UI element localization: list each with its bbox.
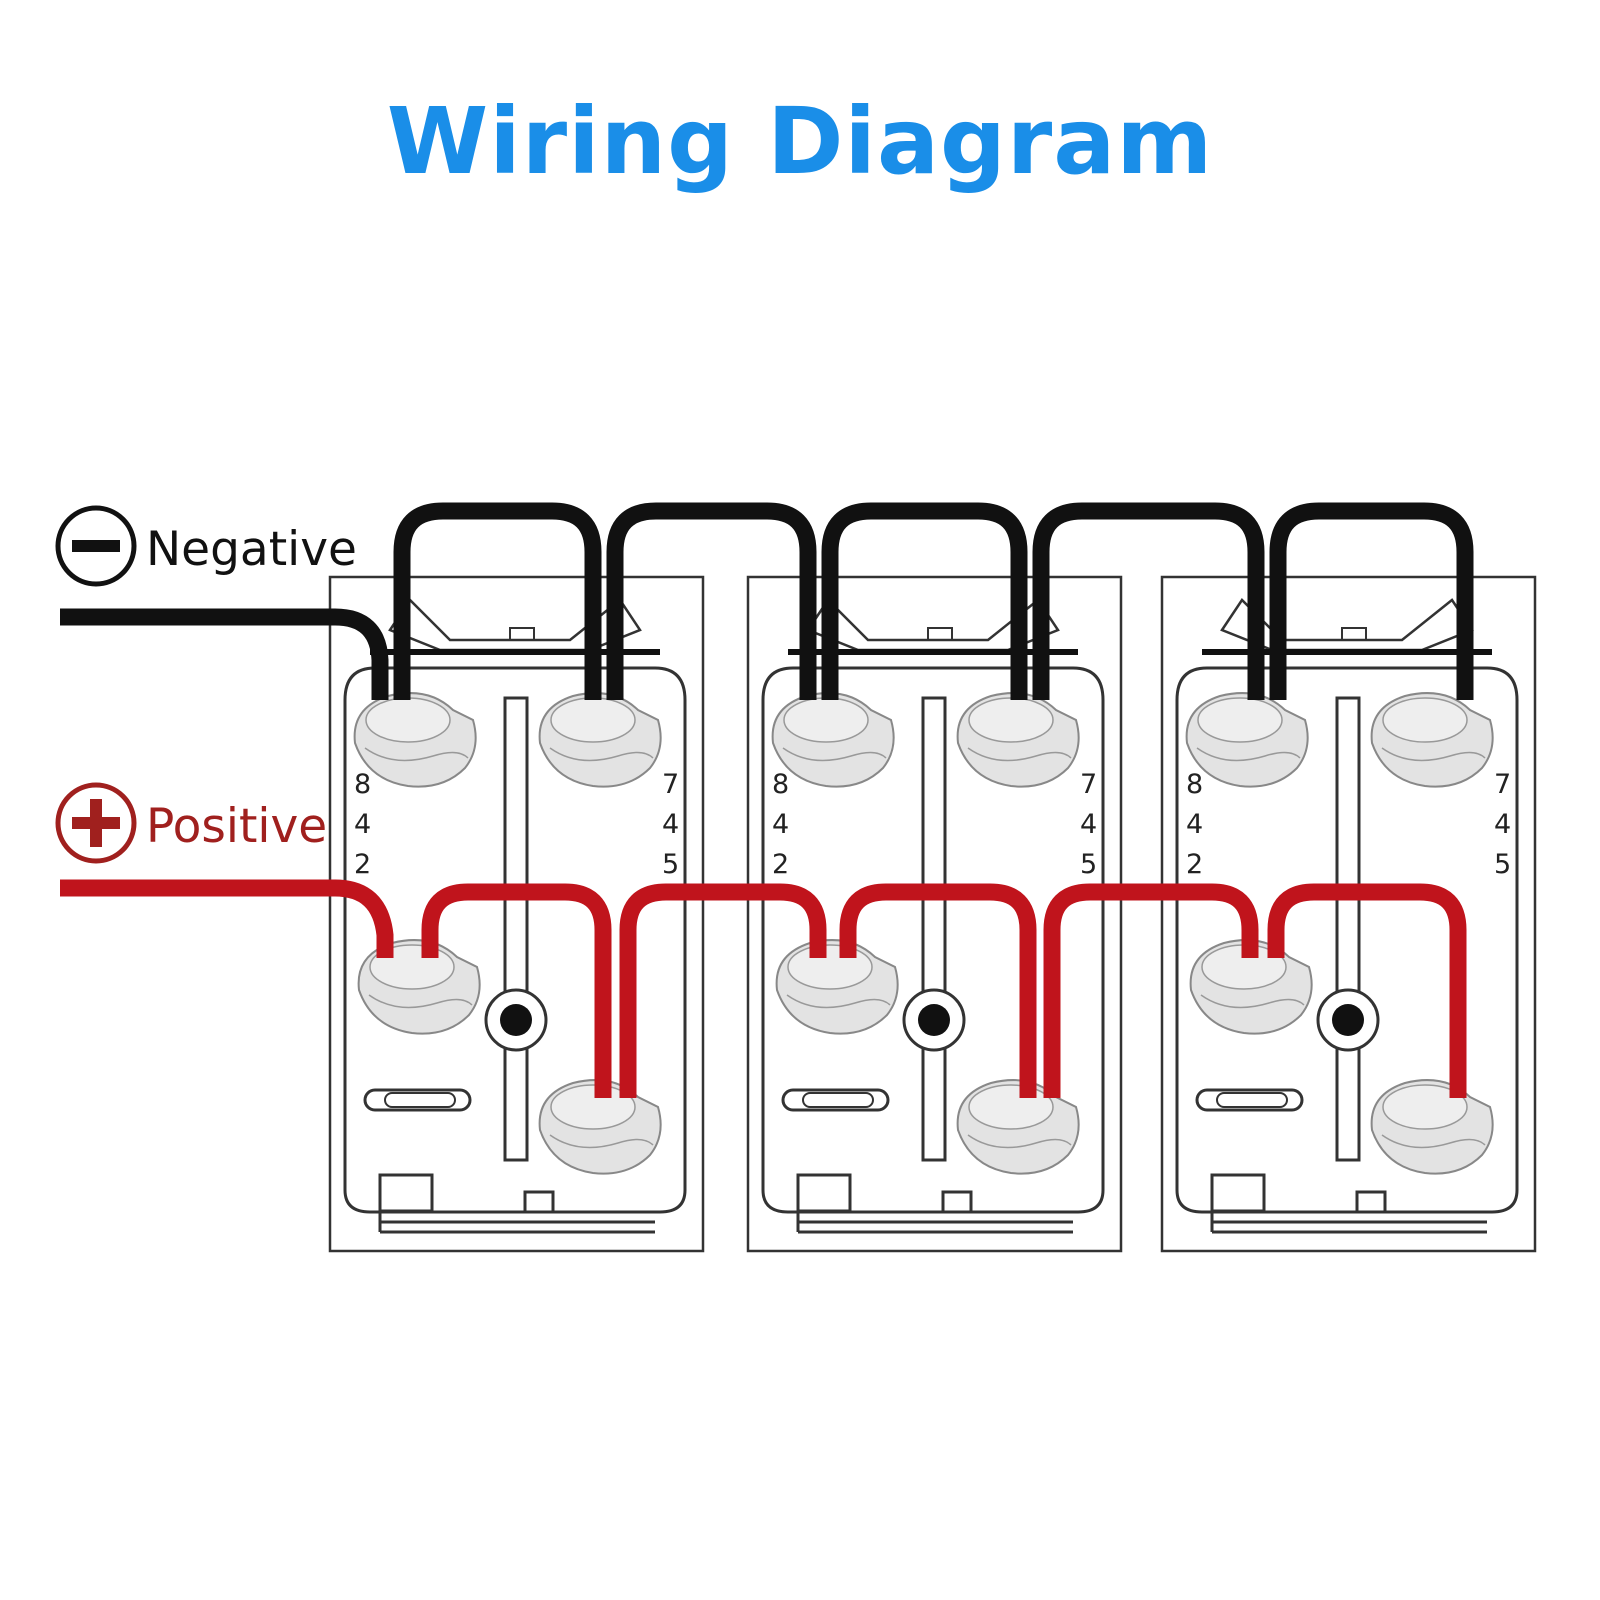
- minus-circle-icon: [55, 505, 137, 587]
- pin-label: 8: [354, 769, 371, 800]
- pin-label: 4: [354, 809, 371, 840]
- center-divider: [921, 696, 947, 1162]
- center-divider: [503, 696, 529, 1162]
- plus-circle-icon: [55, 782, 137, 864]
- rocker-switch: 8 4 2 7 4 5: [328, 575, 705, 1253]
- center-divider: [1335, 696, 1361, 1162]
- indicator-slot-inner: [802, 1092, 874, 1108]
- pin-label: 2: [1186, 849, 1203, 880]
- bottom-square: [378, 1173, 434, 1213]
- terminal-screw: [956, 692, 1080, 788]
- negative-bridge-2: [1032, 502, 1265, 700]
- mounting-plate: [746, 575, 1123, 1253]
- switch-body: [343, 666, 687, 1214]
- terminal-screw: [771, 692, 895, 788]
- terminal-screw: [775, 939, 899, 1035]
- bottom-tab: [941, 1190, 973, 1214]
- pivot-dot: [918, 1004, 950, 1036]
- housing-tab: [1341, 627, 1367, 641]
- pin-label: 7: [662, 769, 679, 800]
- negative-loop-1: [393, 502, 602, 700]
- terminal-screw: [538, 692, 662, 788]
- negative-feed-wire: [60, 608, 389, 700]
- pin-label: 2: [354, 849, 371, 880]
- diagram-title: Wiring Diagram: [386, 88, 1214, 195]
- bottom-tab: [1355, 1190, 1387, 1214]
- rocker-switch: 8 4 2 7 4 5: [746, 575, 1123, 1253]
- positive-jumper-3: [1267, 883, 1467, 1098]
- pivot-dot: [500, 1004, 532, 1036]
- positive-feed-wire: [60, 879, 394, 958]
- pin-label: 4: [1186, 809, 1203, 840]
- positive-legend: Positive: [55, 782, 327, 864]
- indicator-slot: [781, 1088, 890, 1112]
- positive-wires: [60, 879, 1467, 1098]
- negative-wires: [60, 502, 1474, 700]
- negative-loop-2: [821, 502, 1028, 700]
- switch-body: [761, 666, 1105, 1214]
- pin-label: 7: [1080, 769, 1097, 800]
- terminal-screw: [538, 1079, 662, 1175]
- pin-label: 4: [772, 809, 789, 840]
- pivot-dot: [1332, 1004, 1364, 1036]
- positive-bridge-2: [1043, 883, 1259, 1098]
- terminal-screw: [1185, 692, 1309, 788]
- indicator-slot-inner: [1216, 1092, 1288, 1108]
- terminal-screw: [1189, 939, 1313, 1035]
- negative-bridge-1: [606, 502, 817, 700]
- indicator-slot: [363, 1088, 472, 1112]
- pin-label: 8: [772, 769, 789, 800]
- rocker-top: [388, 598, 642, 652]
- negative-label: Negative: [146, 522, 357, 577]
- pin-label: 5: [1080, 849, 1097, 880]
- indicator-slot-inner: [384, 1092, 456, 1108]
- terminal-screw: [956, 1079, 1080, 1175]
- pin-label: 5: [1494, 849, 1511, 880]
- bottom-tab: [523, 1190, 555, 1214]
- negative-loop-3: [1269, 502, 1474, 700]
- bottom-square: [1210, 1173, 1266, 1213]
- positive-label: Positive: [146, 799, 327, 854]
- pin-label: 5: [662, 849, 679, 880]
- pin-label: 8: [1186, 769, 1203, 800]
- housing-tab: [509, 627, 535, 641]
- terminal-screw: [353, 692, 477, 788]
- pin-label: 7: [1494, 769, 1511, 800]
- pin-label: 4: [1080, 809, 1097, 840]
- housing-tab: [927, 627, 953, 641]
- terminal-screw: [1370, 1079, 1494, 1175]
- terminal-screw: [1370, 692, 1494, 788]
- switch-body: [1175, 666, 1519, 1214]
- rocker-switch: 8 4 2 7 4 5: [1160, 575, 1537, 1253]
- positive-jumper-2: [839, 883, 1037, 1098]
- pin-label: 4: [1494, 809, 1511, 840]
- negative-legend: Negative: [55, 505, 357, 587]
- mounting-plate: [328, 575, 705, 1253]
- pin-label: 4: [662, 809, 679, 840]
- bottom-square: [796, 1173, 852, 1213]
- indicator-slot: [1195, 1088, 1304, 1112]
- positive-bridge-1: [619, 883, 827, 1098]
- mounting-plate: [1160, 575, 1537, 1253]
- switch-bodies: 8 4 2 7 4 5 8 4 2 7 4 5 8 4 2 7 4 5: [328, 575, 1537, 1253]
- pin-label: 2: [772, 849, 789, 880]
- positive-jumper-1: [421, 883, 612, 1098]
